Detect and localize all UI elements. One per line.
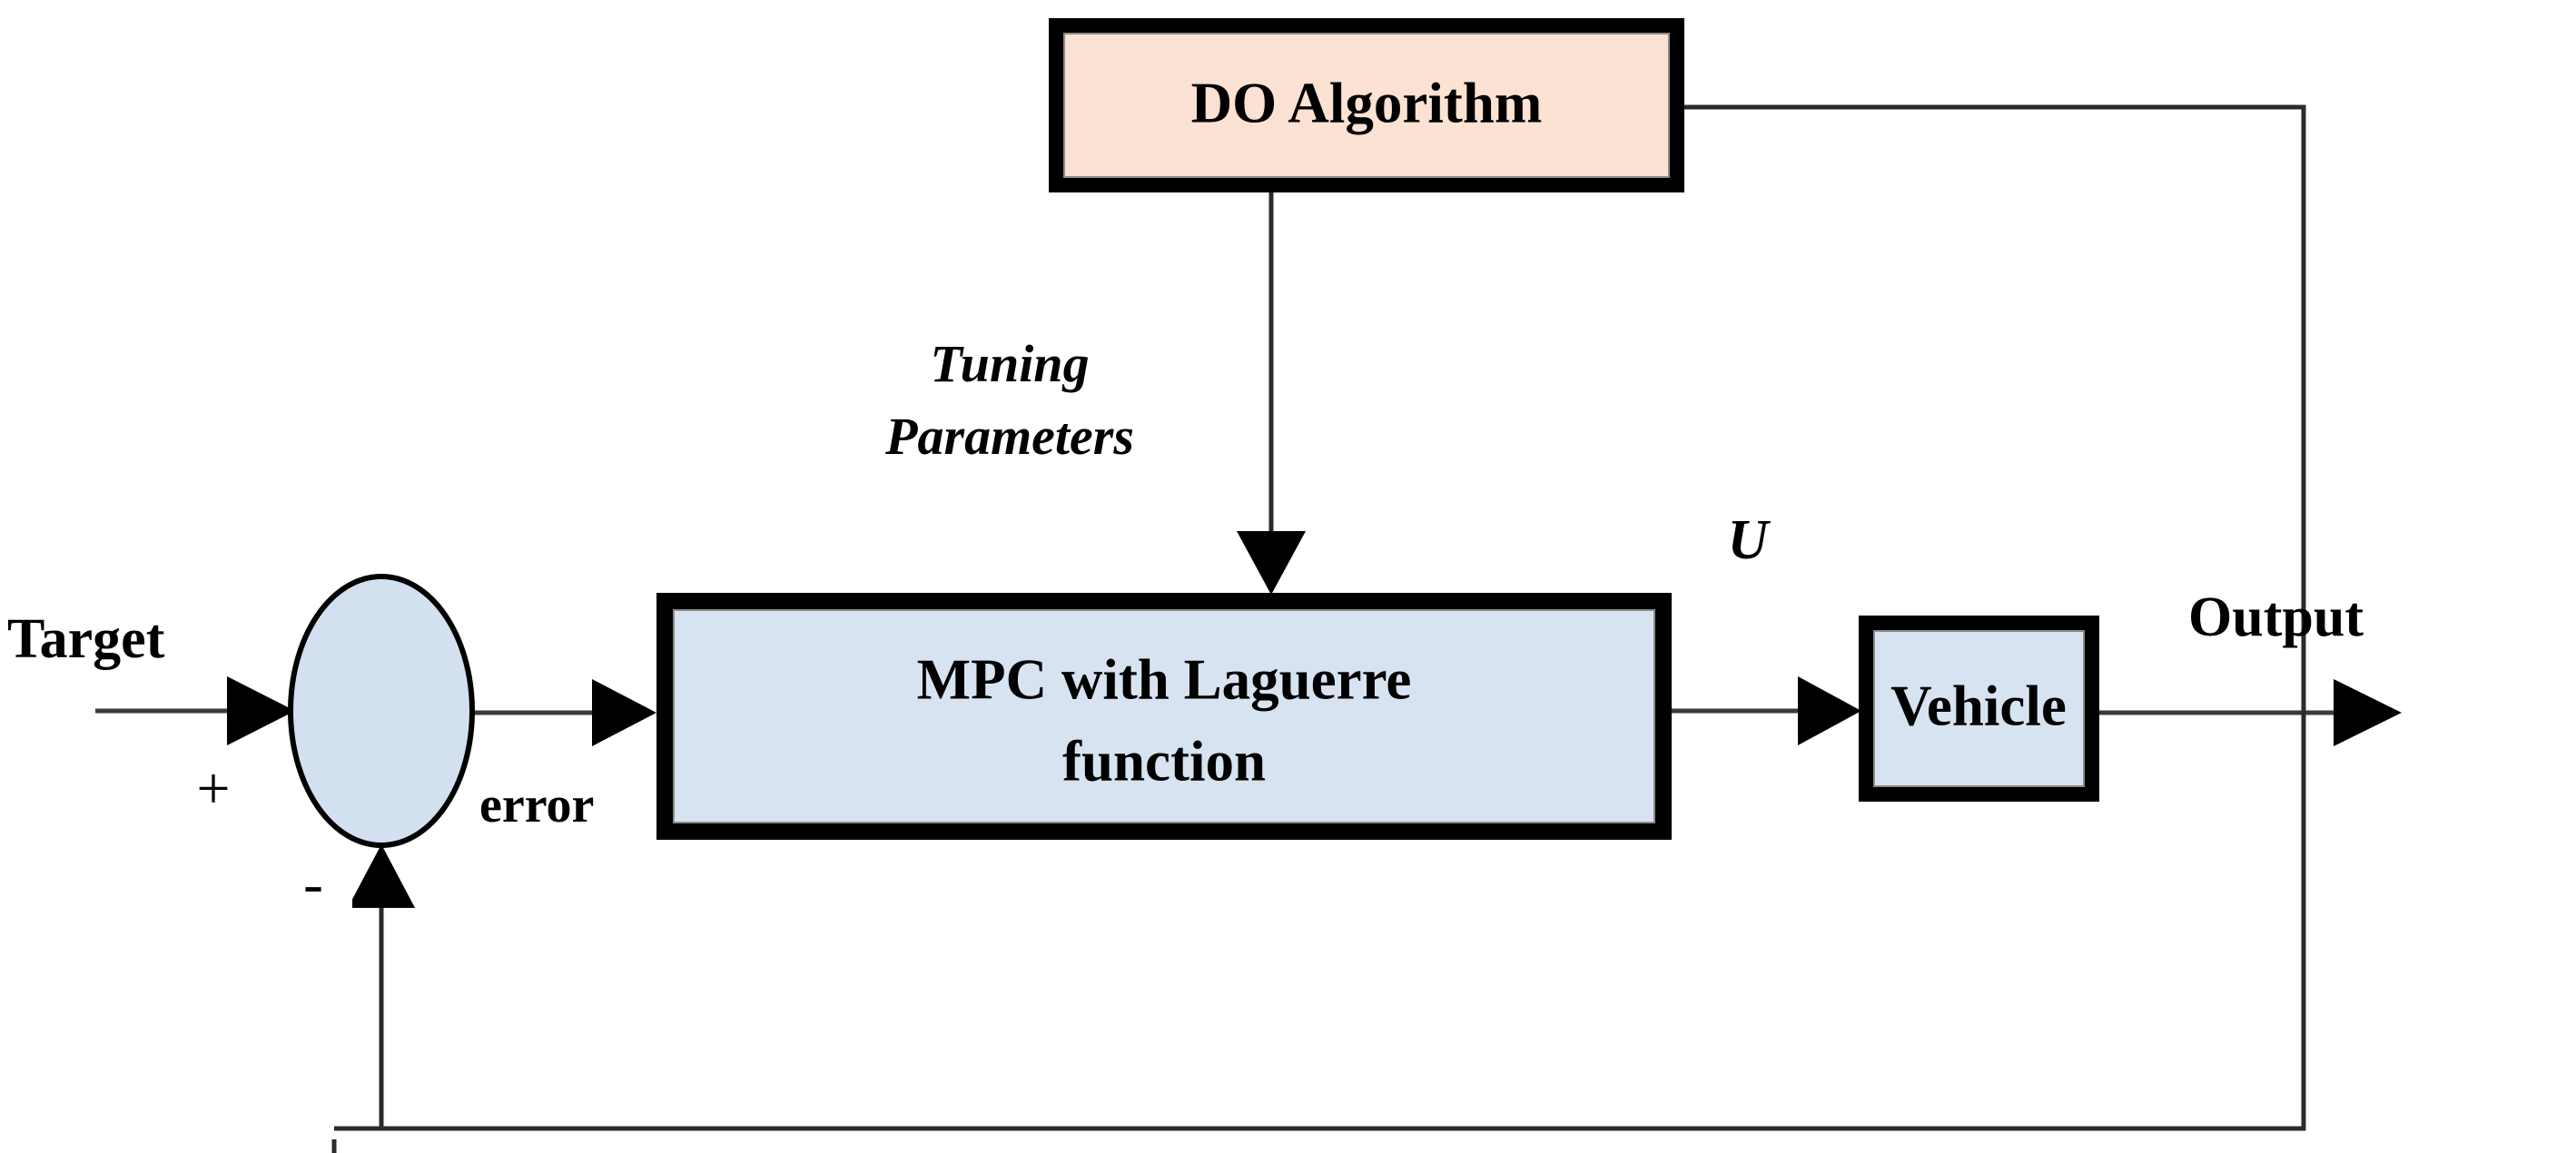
summing-junction-ellipse [288, 574, 475, 848]
block-do-algorithm[interactable]: DO Algorithm [1049, 18, 1684, 192]
error-arrowhead [592, 679, 656, 746]
label-tuning-parameters-line2: Parameters [884, 407, 1134, 466]
block-mpc-label-line2: function [1062, 729, 1266, 793]
label-control-signal-u: U [1728, 509, 1772, 571]
summing-junction[interactable] [288, 574, 475, 848]
control-signal-arrowhead [1798, 676, 1861, 745]
label-plus-sign: + [196, 755, 230, 822]
block-do-algorithm-label: DO Algorithm [1191, 71, 1543, 134]
control-signal-wire [1672, 676, 1861, 745]
tuning-parameters-arrowhead [1237, 531, 1306, 595]
output-wire [2097, 679, 2402, 746]
error-wire [471, 679, 656, 746]
target-input-wire [95, 676, 295, 745]
output-arrowhead [2334, 679, 2402, 746]
summing-junction-feedback-arrowhead [348, 844, 415, 908]
block-vehicle-label: Vehicle [1890, 674, 2067, 737]
label-tuning-parameters-line1: Tuning [930, 334, 1089, 393]
label-output: Output [2188, 586, 2364, 648]
block-mpc-label-line1: MPC with Laguerre [917, 647, 1412, 711]
label-target: Target [7, 608, 165, 670]
target-arrowhead [227, 676, 295, 745]
tuning-parameters-wire [1237, 192, 1306, 595]
label-error: error [479, 777, 594, 833]
label-minus-sign: - [303, 851, 323, 917]
block-mpc[interactable]: MPC with Laguerre function [656, 593, 1672, 840]
block-vehicle[interactable]: Vehicle [1859, 616, 2099, 802]
